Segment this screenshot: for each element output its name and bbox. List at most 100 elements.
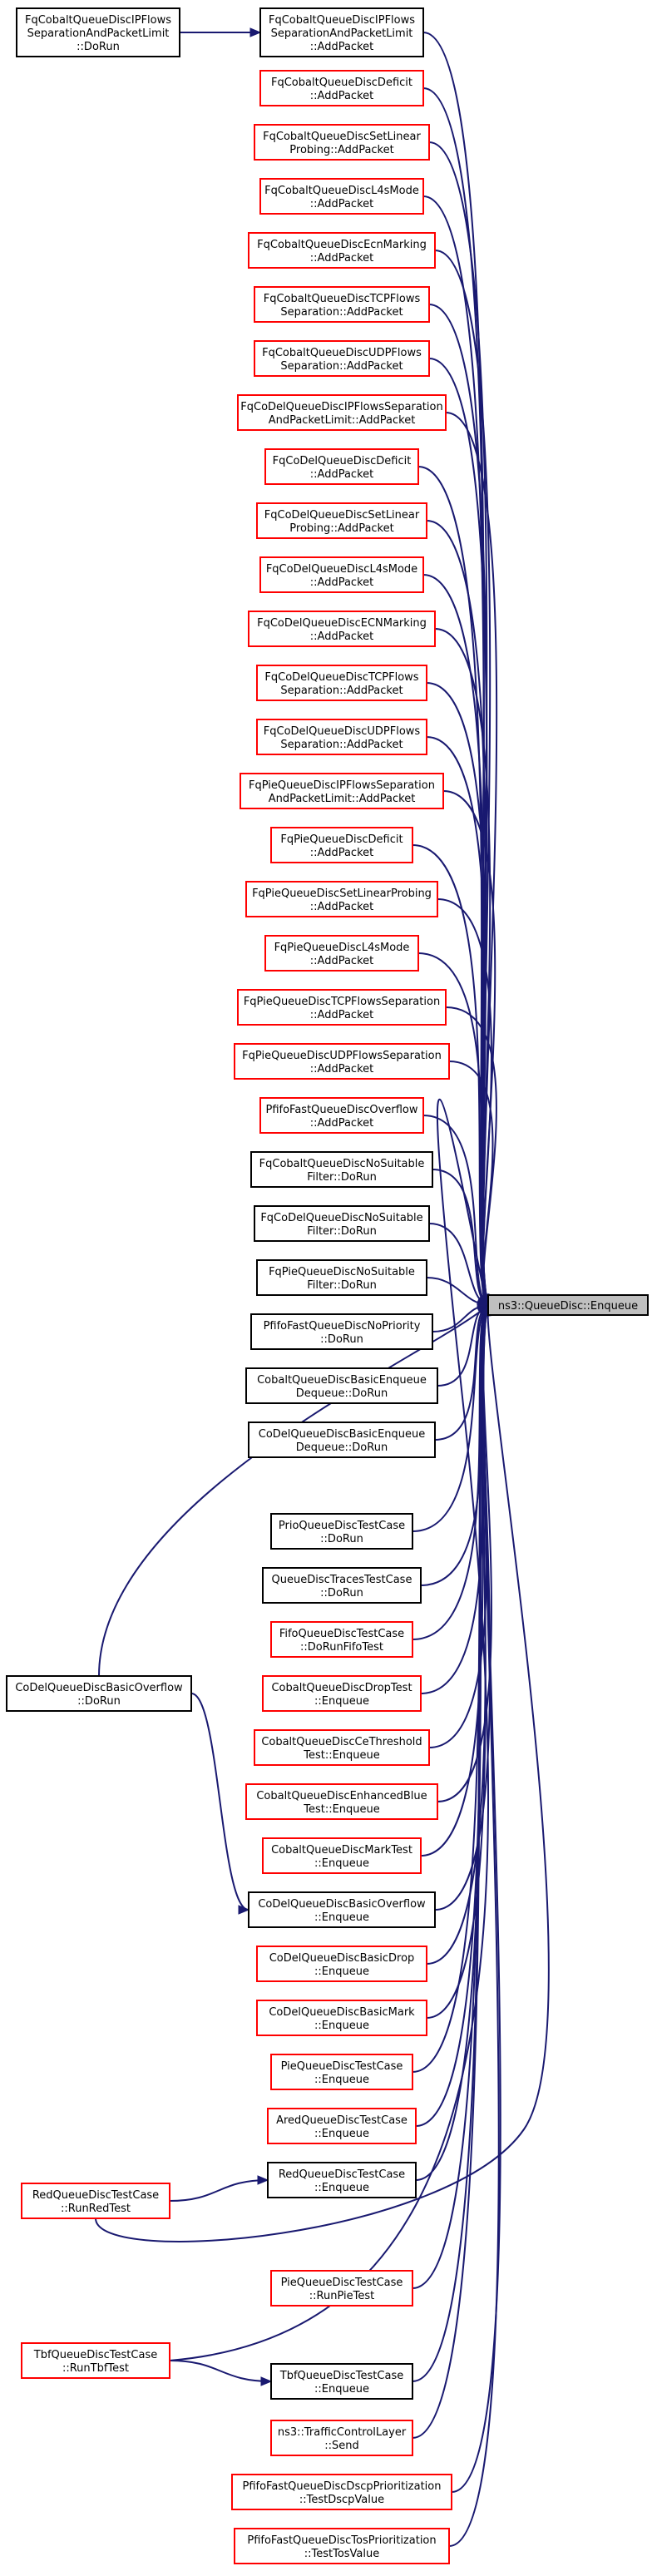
node-fqpie-setlinear[interactable]: FqPieQueueDiscSetLinearProbing::AddPacke… (245, 881, 438, 917)
node-box (248, 1891, 436, 1928)
node-box (256, 1946, 427, 1982)
node-red-testcase-runred[interactable]: RedQueueDiscTestCase::RunRedTest (21, 2183, 170, 2219)
node-codel-basic-overflow-doRun[interactable]: CoDelQueueDiscBasicOverflow::DoRun (6, 1675, 192, 1712)
node-label-line: FqCobaltQueueDiscSetLinear (263, 131, 421, 143)
node-box (231, 2474, 452, 2510)
node-fifo-testcase[interactable]: FifoQueueDiscTestCase::DoRunFifoTest (270, 1621, 413, 1658)
node-box (267, 2108, 417, 2144)
node-pfifo-nopriority[interactable]: PfifoFastQueueDiscNoPriority::DoRun (250, 1313, 433, 1350)
node-fqpie-udp[interactable]: FqPieQueueDiscUDPFlowsSeparation::AddPac… (234, 1043, 450, 1080)
node-fqpie-l4s[interactable]: FqPieQueueDiscL4sMode::AddPacket (264, 935, 419, 972)
node-codel-basic-drop[interactable]: CoDelQueueDiscBasicDrop::Enqueue (256, 1946, 427, 1982)
node-label-line: Test::Enqueue (303, 1749, 380, 1762)
node-cobalt-basic-enqdeq[interactable]: CobaltQueueDiscBasicEnqueueDequeue::DoRu… (245, 1367, 438, 1404)
node-codel-basic-mark[interactable]: CoDelQueueDiscBasicMark::Enqueue (256, 2000, 427, 2036)
node-fqcobalt-tcp[interactable]: FqCobaltQueueDiscTCPFlowsSeparation::Add… (254, 286, 430, 323)
node-label-line: ns3::TrafficControlLayer (278, 2426, 407, 2439)
node-box (270, 2363, 413, 2400)
node-label-line: ::Enqueue (314, 2128, 369, 2140)
edge-prio-testcase-to-ns3-queuedisc-enqueue (412, 1304, 489, 1532)
edge-codel-basic-overflow-doRun-to-codel-basic-overflow-enq-arrowhead (238, 1905, 250, 1915)
node-box (248, 611, 436, 647)
node-label-line: ::AddPacket (310, 468, 373, 481)
node-fqcodel-ecn[interactable]: FqCoDelQueueDiscECNMarking::AddPacket (248, 611, 436, 647)
node-label-line: CoDelQueueDiscBasicOverflow (258, 1898, 426, 1911)
node-label-line: PfifoFastQueueDiscTosPrioritization (247, 2534, 436, 2547)
edge-red-testcase-runred-to-ns3-queuedisc-enqueue (95, 1304, 550, 2242)
node-traffic-control-send[interactable]: ns3::TrafficControlLayer::Send (270, 2420, 413, 2456)
node-box (254, 340, 430, 377)
node-box (259, 70, 424, 106)
edge-tbf-testcase-runtbf-to-tbf-testcase-enq-arrowhead (260, 2376, 273, 2386)
node-fqpie-deficit[interactable]: FqPieQueueDiscDeficit::AddPacket (270, 827, 413, 863)
node-label-line: PfifoFastQueueDiscOverflow (266, 1104, 418, 1116)
node-label-line: FqCobaltQueueDiscUDPFlows (262, 347, 422, 359)
node-box (259, 7, 424, 57)
node-cobalt-mark[interactable]: CobaltQueueDiscMarkTest::Enqueue (262, 1837, 422, 1874)
node-label-line: CoDelQueueDiscBasicMark (269, 2006, 415, 2019)
node-ared-testcase-enq[interactable]: AredQueueDiscTestCase::Enqueue (267, 2108, 417, 2144)
node-box (234, 1043, 450, 1080)
node-label-line: ::Enqueue (314, 1911, 369, 1924)
node-box (237, 394, 447, 431)
node-pfifo-tos[interactable]: PfifoFastQueueDiscTosPrioritization::Tes… (234, 2528, 450, 2564)
edge-red-testcase-runred-to-red-testcase-enq-arrowhead (257, 2175, 269, 2185)
node-label-line: Separation::AddPacket (280, 360, 403, 373)
node-fqcodel-tcp[interactable]: FqCoDelQueueDiscTCPFlowsSeparation::AddP… (256, 665, 427, 701)
node-label-line: CoDelQueueDiscBasicDrop (269, 1952, 415, 1965)
node-fqcobalt-ecn[interactable]: FqCobaltQueueDiscEcnMarking::AddPacket (248, 232, 436, 269)
node-prio-testcase[interactable]: PrioQueueDiscTestCase::DoRun (270, 1513, 413, 1550)
node-label-line: FqCobaltQueueDiscNoSuitable (259, 1158, 425, 1170)
node-fqcodel-udp[interactable]: FqCoDelQueueDiscUDPFlowsSeparation::AddP… (256, 719, 427, 755)
node-pfifo-dscp[interactable]: PfifoFastQueueDiscDscpPrioritization::Te… (231, 2474, 452, 2510)
node-fqcobalt-ipflows-add[interactable]: FqCobaltQueueDiscIPFlowsSeparationAndPac… (259, 7, 424, 57)
node-fqcobalt-ipflows-doRun[interactable]: FqCobaltQueueDiscIPFlowsSeparationAndPac… (16, 7, 180, 57)
node-fqcodel-l4s[interactable]: FqCoDelQueueDiscL4sMode::AddPacket (259, 556, 424, 593)
node-label-line: ::AddPacket (310, 1117, 373, 1130)
node-fqcobalt-setlinear[interactable]: FqCobaltQueueDiscSetLinearProbing::AddPa… (254, 124, 430, 161)
node-pie-testcase-enq[interactable]: PieQueueDiscTestCase::Enqueue (270, 2054, 413, 2090)
node-box (245, 1783, 438, 1820)
node-label-line: FqPieQueueDiscL4sMode (274, 942, 410, 954)
node-ns3-queuedisc-enqueue[interactable]: ns3::QueueDisc::Enqueue (487, 1294, 649, 1316)
node-pfifo-overflow[interactable]: PfifoFastQueueDiscOverflow::AddPacket (259, 1097, 424, 1134)
node-tbf-testcase-runtbf[interactable]: TbfQueueDiscTestCase::RunTbfTest (21, 2342, 170, 2379)
node-traces-testcase[interactable]: QueueDiscTracesTestCase::DoRun (262, 1567, 422, 1604)
node-label-line: ::DoRun (320, 1533, 363, 1545)
node-fqcobalt-deficit[interactable]: FqCobaltQueueDiscDeficit::AddPacket (259, 70, 424, 106)
node-tbf-testcase-enq[interactable]: TbfQueueDiscTestCase::Enqueue (270, 2363, 413, 2400)
node-box (254, 1729, 430, 1766)
node-fqpie-tcp[interactable]: FqPieQueueDiscTCPFlowsSeparation::AddPac… (237, 989, 447, 1026)
node-box (259, 178, 424, 215)
node-fqcodel-ipflows[interactable]: FqCoDelQueueDiscIPFlowsSeparationAndPack… (237, 394, 447, 431)
node-fqcodel-setlinear[interactable]: FqCoDelQueueDiscSetLinearProbing::AddPac… (256, 502, 427, 539)
node-label-line: ::Enqueue (314, 2020, 369, 2032)
node-fqcodel-deficit[interactable]: FqCoDelQueueDiscDeficit::AddPacket (264, 448, 419, 485)
node-box (248, 1421, 436, 1458)
node-label-line: SeparationAndPacketLimit (271, 27, 413, 40)
node-label-line: AndPacketLimit::AddPacket (269, 414, 416, 427)
edge-pfifo-tos-to-ns3-queuedisc-enqueue (448, 1304, 500, 2547)
node-fqpie-ipflows[interactable]: FqPieQueueDiscIPFlowsSeparationAndPacket… (240, 773, 444, 809)
node-red-testcase-enq[interactable]: RedQueueDiscTestCase::Enqueue (267, 2162, 417, 2198)
node-label-line: ::TestDscpValue (299, 2494, 384, 2506)
node-label-line: FqCoDelQueueDiscL4sMode (266, 563, 417, 576)
node-pie-testcase-runpie[interactable]: PieQueueDiscTestCase::RunPieTest (270, 2270, 413, 2307)
node-fqcobalt-udp[interactable]: FqCobaltQueueDiscUDPFlowsSeparation::Add… (254, 340, 430, 377)
node-label-line: FqCobaltQueueDiscIPFlows (25, 14, 171, 27)
node-fqcobalt-l4s[interactable]: FqCobaltQueueDiscL4sMode::AddPacket (259, 178, 424, 215)
node-label-line: PfifoFastQueueDiscDscpPrioritization (243, 2480, 442, 2493)
node-label-line: FqPieQueueDiscUDPFlowsSeparation (242, 1050, 442, 1062)
node-label-line: TbfQueueDiscTestCase (279, 2370, 403, 2382)
node-codel-basic-overflow-enq[interactable]: CoDelQueueDiscBasicOverflow::Enqueue (248, 1891, 436, 1928)
node-label-line: SeparationAndPacketLimit (27, 27, 170, 40)
node-label-line: Dequeue::DoRun (296, 1441, 388, 1454)
node-cobalt-drop[interactable]: CobaltQueueDiscDropTest::Enqueue (262, 1675, 422, 1712)
